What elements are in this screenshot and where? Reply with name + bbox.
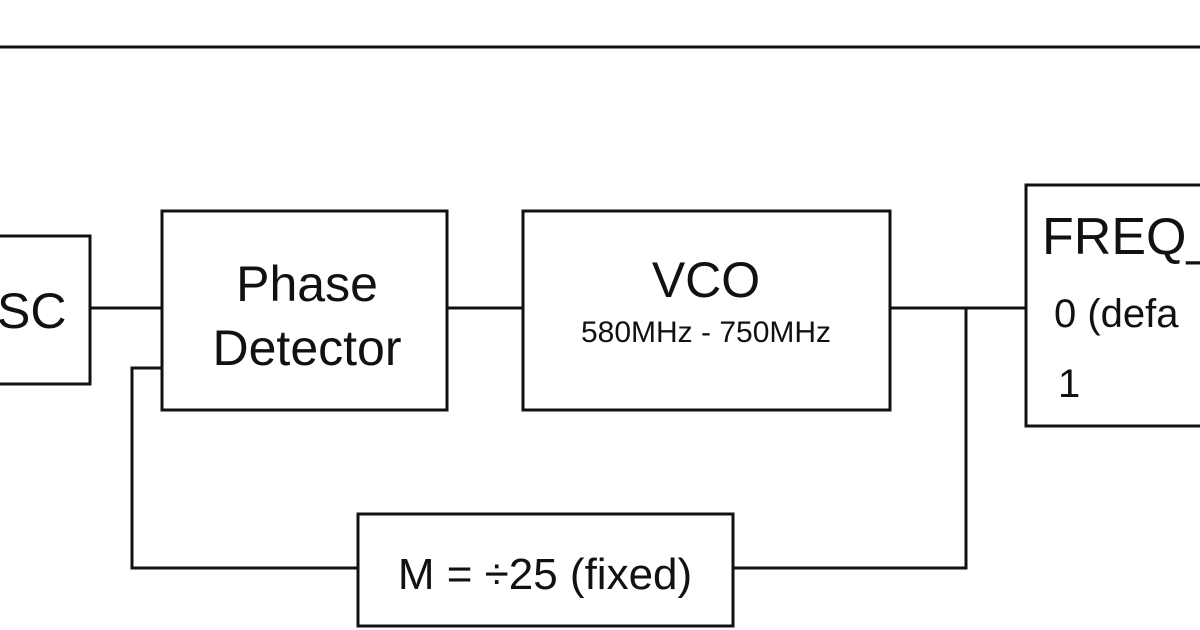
freq-select-option-1: 1	[1058, 362, 1080, 406]
vco-block: VCO 580MHz - 750MHz	[521, 209, 892, 412]
phase-detector-label-line2: Detector	[213, 320, 402, 376]
phase-detector-box	[160, 209, 449, 412]
freq-select-block: FREQ_ 0 (defa 1	[1024, 183, 1200, 428]
oscillator-box	[0, 234, 92, 386]
vco-frequency-range: 580MHz - 750MHz	[581, 316, 831, 349]
phase-detector-label-line1: Phase	[236, 256, 378, 312]
freq-select-title: FREQ_	[1042, 208, 1200, 266]
vco-box	[521, 209, 892, 412]
freq-select-box	[1024, 183, 1200, 428]
vco-title: VCO	[652, 252, 760, 308]
phase-detector-block: Phase Detector	[160, 209, 449, 412]
wire-feedback-divider-to-phase-detector	[130, 366, 360, 570]
divider-label: M = ÷25 (fixed)	[398, 550, 692, 599]
oscillator-label: SC	[0, 283, 66, 339]
wire-feedback-vco-to-divider	[731, 306, 968, 570]
freq-select-option-0: 0 (defa	[1054, 292, 1179, 336]
divider-box	[356, 512, 735, 628]
divider-block: M = ÷25 (fixed)	[356, 512, 735, 628]
oscillator-block: SC	[0, 234, 92, 386]
